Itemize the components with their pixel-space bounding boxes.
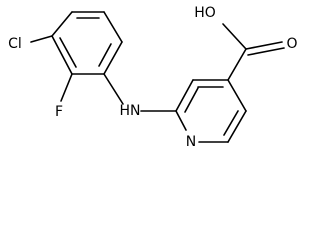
bond-carboxyl-to-o-1 [245,41,283,50]
bond-carboxyl-to-oh [222,23,247,50]
bond-pyridine-to-carboxyl [227,48,247,81]
bond-ring-to-cl [30,35,53,43]
atom-label-cl: Cl [8,36,22,52]
bond-p4-p5 [227,110,247,143]
double-bond-left-bottom [59,37,77,68]
atom-label-n: N [186,134,196,150]
atom-label-oh: HO [194,5,216,21]
double-bond-left-right [98,43,112,67]
bond-p3-p4 [227,79,247,112]
bond-a4-a5 [103,41,123,75]
bond-carboxyl-to-o-2 [247,47,285,56]
atom-label-o: O [286,36,297,52]
bond-ring-to-nh [103,73,124,105]
molecule-diagram: Cl F HN N HO O [8,5,297,150]
atom-label-f: F [55,104,63,120]
double-bond-pyridine-right [223,110,239,136]
bond-a3-a4 [103,11,123,43]
bond-ring-to-f [60,73,73,102]
structure-canvas: Cl F HN N HO O [8,5,298,150]
bond-a6-a1 [51,35,73,75]
bond-a1-a2 [51,11,73,37]
atom-label-nh: HN [120,103,141,119]
double-bond-pyridine-left [184,87,199,113]
bond-n-p1 [175,110,187,131]
bond-p1-p2 [175,79,194,112]
